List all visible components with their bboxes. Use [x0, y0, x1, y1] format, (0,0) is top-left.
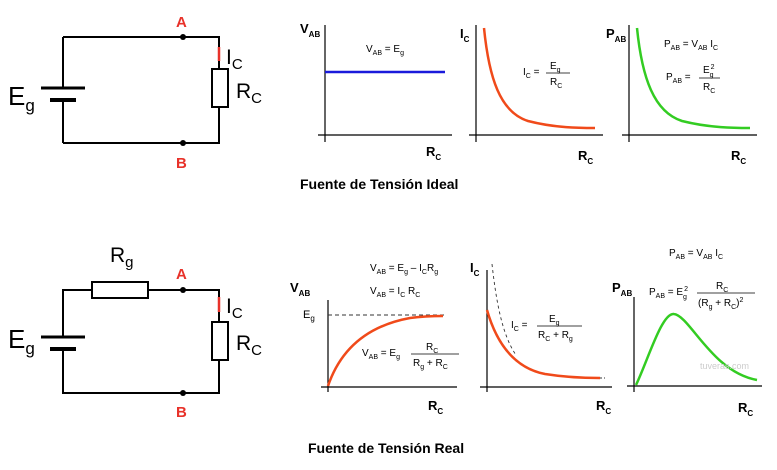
ideal-ic-eq-num: Eg [550, 61, 561, 74]
ideal-vab-equation: VAB = Eg [366, 44, 404, 57]
ideal-wire-top [63, 36, 220, 69]
real-pab-curve [634, 312, 758, 386]
ideal-node-a-label: A [176, 14, 187, 31]
real-wire-bottom [62, 349, 220, 394]
ideal-pab-curve [635, 27, 751, 130]
real-vab-eq2: VAB = IC RC [370, 286, 420, 299]
real-source-label: Eg [8, 324, 35, 358]
real-pab-eq2-num: RC [716, 281, 728, 294]
real-pab-eq1: PAB = VAB IC [669, 248, 723, 261]
ideal-plot-vab: VAB RC VAB = Eg [300, 21, 452, 162]
ideal-ic-curve [482, 27, 596, 130]
real-ic-curve [485, 309, 601, 380]
real-node-a-label: A [176, 266, 187, 283]
ideal-current-label: IC [226, 46, 243, 73]
real-circuit [41, 281, 229, 394]
ideal-vab-y-label: VAB [300, 21, 320, 39]
real-ic-asymptote [491, 263, 517, 356]
ideal-ic-eq-den: RC [550, 77, 562, 90]
ideal-circuit [41, 36, 229, 144]
ideal-ic-y-label: IC [460, 26, 470, 44]
real-internal-label: Rg [110, 244, 134, 271]
real-internal-resistor [91, 281, 149, 299]
ideal-pab-eq2-lhs: PAB = [666, 72, 691, 85]
real-plot-pab: PAB RC tuveras.com PAB = VAB IC PAB = E2… [612, 248, 762, 418]
ideal-vab-x-label: RC [426, 144, 441, 162]
real-pab-x-label: RC [738, 400, 753, 418]
ideal-ic-x-label: RC [578, 148, 593, 166]
ideal-load-resistor [211, 68, 229, 108]
real-vab-level-label: Eg [303, 309, 315, 323]
real-ic-x-label: RC [596, 398, 611, 416]
real-current-label: IC [226, 295, 243, 322]
ideal-plot-ic: IC RC IC = Eg RC [460, 25, 603, 166]
real-ic-eq-num: Eg [549, 314, 560, 327]
real-node-a-dot [180, 287, 186, 293]
real-vab-curve [326, 314, 444, 387]
ideal-source-label: Eg [8, 81, 35, 115]
ideal-wire-bottom [63, 107, 220, 144]
ideal-node-a-dot [180, 34, 186, 40]
ideal-pab-eq2-den: RC [703, 82, 715, 95]
real-ic-eq-lhs: IC = [511, 320, 528, 333]
real-vab-x-label: RC [428, 398, 443, 416]
real-vab-eq3-den: Rg + RC [413, 358, 448, 371]
real-pab-watermark: tuveras.com [700, 361, 749, 371]
real-vab-eq3-num: RC [426, 342, 438, 355]
real-vab-y-label: VAB [290, 280, 310, 298]
ideal-load-label: RC [236, 80, 262, 107]
ideal-caption: Fuente de Tensión Ideal [300, 176, 458, 192]
real-ic-y-label: IC [470, 260, 480, 278]
real-ic-eq-den: RC + Rg [538, 330, 573, 343]
real-wire-left-top [62, 289, 92, 337]
ideal-node-b-label: B [176, 155, 187, 172]
real-load-resistor [211, 321, 229, 361]
real-load-label: RC [236, 332, 262, 359]
real-plot-ic: IC RC IC = Eg RC + Rg [470, 260, 612, 416]
ideal-ic-eq-lhs: IC = [523, 67, 540, 80]
real-node-b-label: B [176, 404, 187, 421]
real-plot-vab: VAB RC Eg VAB = Eg – ICRg VAB = IC RC VA… [290, 263, 459, 416]
ideal-node-b-dot [180, 140, 186, 146]
real-vab-eq3-lhs: VAB = Eg [362, 348, 400, 361]
real-pab-eq2-den: (Rg + RC)2 [698, 297, 744, 311]
real-vab-eq1: VAB = Eg – ICRg [370, 263, 438, 276]
ideal-pab-x-label: RC [731, 148, 746, 166]
ideal-pab-y-label: PAB [606, 26, 626, 44]
real-node-b-dot [180, 390, 186, 396]
real-wire-top [148, 289, 220, 322]
real-pab-y-label: PAB [612, 280, 632, 298]
ideal-pab-eq1: PAB = VAB IC [664, 39, 718, 52]
real-caption: Fuente de Tensión Real [308, 440, 464, 456]
